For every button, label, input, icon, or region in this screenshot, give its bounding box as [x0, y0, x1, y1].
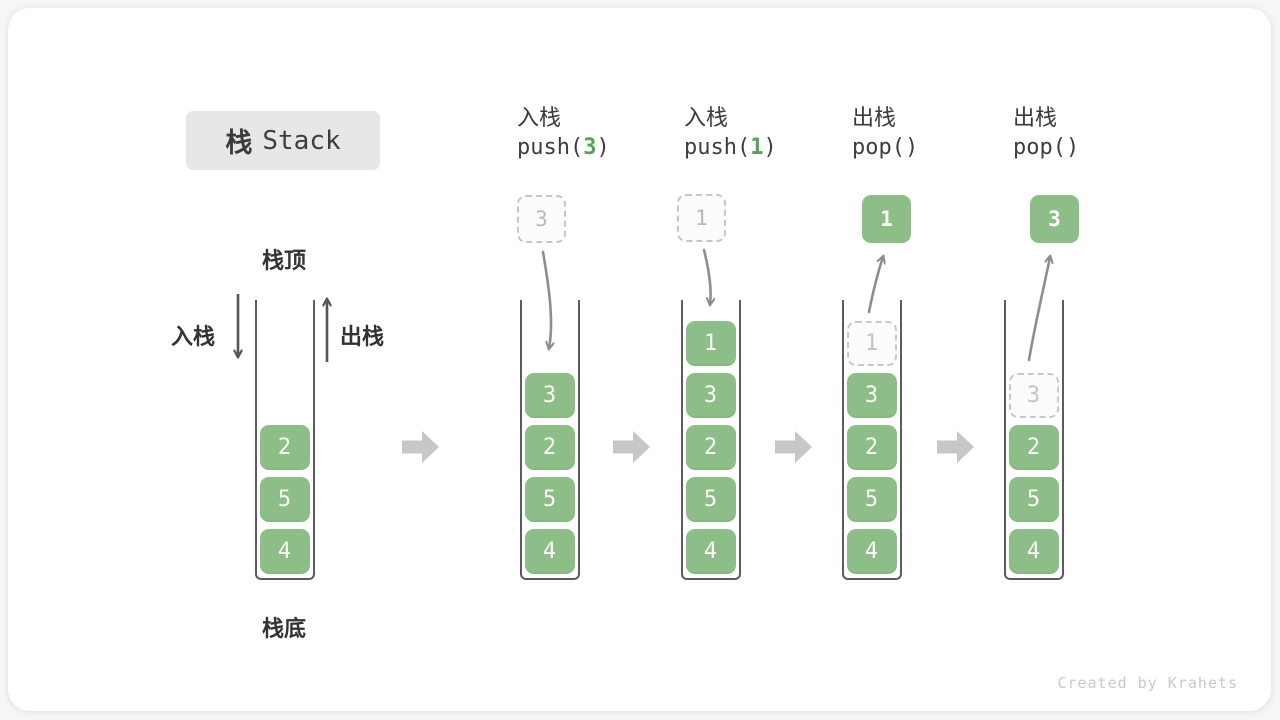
floating-value-box: 3: [1030, 195, 1079, 243]
code-suffix: ): [596, 135, 610, 160]
stack-item: 4: [685, 529, 736, 574]
title-cjk: 栈: [225, 128, 253, 158]
stack-container: 4 5 2 3 1: [680, 300, 741, 580]
operation-label: 入栈: [517, 105, 562, 130]
stack-item: 5: [1008, 477, 1059, 522]
pop-side-label: 出栈: [340, 324, 385, 349]
stack-item: 2: [259, 425, 310, 470]
stack-item-ghost: 1: [846, 321, 897, 366]
stack-item: 2: [524, 425, 575, 470]
stack-item: 2: [685, 425, 736, 470]
code-prefix: push(: [684, 135, 751, 160]
code-argument: 3: [583, 135, 597, 160]
stack-item: 5: [846, 477, 897, 522]
stack-item: 3: [846, 373, 897, 418]
stack-item: 5: [685, 477, 736, 522]
floating-value-box: 1: [862, 195, 911, 243]
floating-value-box: 3: [517, 195, 566, 243]
code-argument: 1: [750, 135, 764, 160]
stack-top-label: 栈顶: [261, 248, 306, 273]
operation-label: 出栈: [852, 105, 897, 130]
operation-code: push(3): [517, 132, 610, 164]
code-suffix: ): [1065, 135, 1080, 160]
title-badge: 栈 Stack: [186, 111, 380, 170]
stack-item: 4: [846, 529, 897, 574]
stack-item: 2: [846, 425, 897, 470]
stack-item: 5: [524, 477, 575, 522]
operation-code: pop(): [852, 132, 918, 164]
operation-label: 入栈: [684, 105, 729, 130]
code-prefix: pop(: [1013, 135, 1066, 160]
floating-value-box: 1: [677, 194, 726, 242]
stack-item: 1: [685, 321, 736, 366]
title-latin: Stack: [262, 125, 341, 156]
code-suffix: ): [904, 135, 919, 160]
stack-item-ghost: 3: [1008, 373, 1059, 418]
stack-container: 4 5 2 3 1: [841, 300, 902, 580]
stack-bottom-label: 栈底: [261, 616, 306, 641]
stack-item: 4: [259, 529, 310, 574]
operation-label: 出栈: [1013, 105, 1058, 130]
stack-item: 5: [259, 477, 310, 522]
stack-item: 3: [685, 373, 736, 418]
code-prefix: push(: [517, 135, 584, 160]
code-prefix: pop(: [852, 135, 905, 160]
stack-item: 4: [1008, 529, 1059, 574]
push-side-label: 入栈: [171, 324, 216, 349]
stack-item: 3: [524, 373, 575, 418]
watermark: Created by Krahets: [1057, 674, 1238, 692]
stack-container: 4 5 2 3: [1003, 300, 1064, 580]
stack-container: 4 5 2 3: [519, 300, 580, 580]
operation-code: push(1): [684, 132, 777, 164]
stack-item: 4: [524, 529, 575, 574]
operation-code: pop(): [1013, 132, 1079, 164]
stack-item: 2: [1008, 425, 1059, 470]
code-suffix: ): [763, 135, 777, 160]
stack-container: 4 5 2: [254, 300, 315, 580]
